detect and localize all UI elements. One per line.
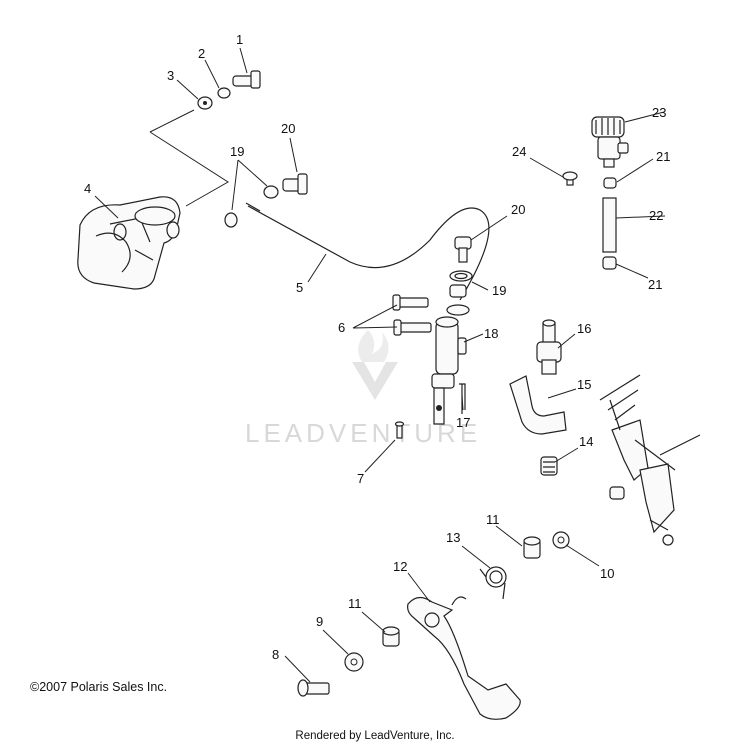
callout-16: 16 xyxy=(577,321,591,336)
callout-6: 6 xyxy=(338,320,345,335)
mounting-bracket xyxy=(509,375,567,435)
callout-11b: 11 xyxy=(348,596,362,611)
callout-13: 13 xyxy=(446,530,460,545)
callout-18: 18 xyxy=(484,326,498,341)
callout-23: 23 xyxy=(652,105,666,120)
watermark-text: LEADVENTURE xyxy=(245,418,481,448)
banjo-bolt-right xyxy=(454,236,472,263)
callout-17: 17 xyxy=(456,415,470,430)
callout-22: 22 xyxy=(649,208,663,223)
callout-19a: 19 xyxy=(230,144,244,159)
master-cylinder xyxy=(431,316,467,425)
reservoir-hose xyxy=(602,197,617,253)
callout-21a: 21 xyxy=(656,149,670,164)
callout-20b: 20 xyxy=(511,202,525,217)
brake-line xyxy=(247,205,490,301)
return-spring xyxy=(540,456,558,476)
pivot-bushing xyxy=(382,626,400,647)
callout-9: 9 xyxy=(316,614,323,629)
crush-washer xyxy=(224,212,238,228)
brake-caliper xyxy=(77,196,181,290)
callout-14: 14 xyxy=(579,434,593,449)
callout-5: 5 xyxy=(296,280,303,295)
mounting-bolts xyxy=(392,294,432,336)
callout-19b: 19 xyxy=(492,283,506,298)
clevis-pin xyxy=(394,421,405,439)
callout-2: 2 xyxy=(198,46,205,61)
callout-7: 7 xyxy=(357,471,364,486)
copyright-notice: ©2007 Polaris Sales Inc. xyxy=(30,680,168,694)
callout-3: 3 xyxy=(167,68,174,83)
fluid-reservoir xyxy=(591,116,629,168)
callout-12: 12 xyxy=(393,559,407,574)
hose-clamp xyxy=(602,256,617,270)
callout-1: 1 xyxy=(236,32,243,47)
banjo-bolt xyxy=(282,173,308,195)
pivot-bolt xyxy=(297,679,330,697)
callout-10: 10 xyxy=(600,566,614,581)
bushing xyxy=(536,319,562,375)
screw xyxy=(562,171,578,186)
callout-21b: 21 xyxy=(648,277,662,292)
brake-pedal xyxy=(407,596,521,720)
callout-20a: 20 xyxy=(281,121,295,136)
frame-section xyxy=(599,374,701,546)
bolt-washer-group xyxy=(197,70,261,110)
callout-11a: 11 xyxy=(486,512,500,527)
callout-24: 24 xyxy=(512,144,526,159)
hose-clamp xyxy=(603,177,617,189)
callout-15: 15 xyxy=(577,377,591,392)
leader-lines xyxy=(94,47,666,683)
callout-8: 8 xyxy=(272,647,279,662)
callout-4: 4 xyxy=(84,181,91,196)
rendered-by-credit: Rendered by LeadVenture, Inc. xyxy=(295,730,455,742)
torsion-spring xyxy=(479,566,507,600)
pivot-bushing xyxy=(523,536,541,559)
callouts: 1 2 3 4 5 6 7 8 9 10 11 11 12 13 14 15 1… xyxy=(84,32,670,662)
